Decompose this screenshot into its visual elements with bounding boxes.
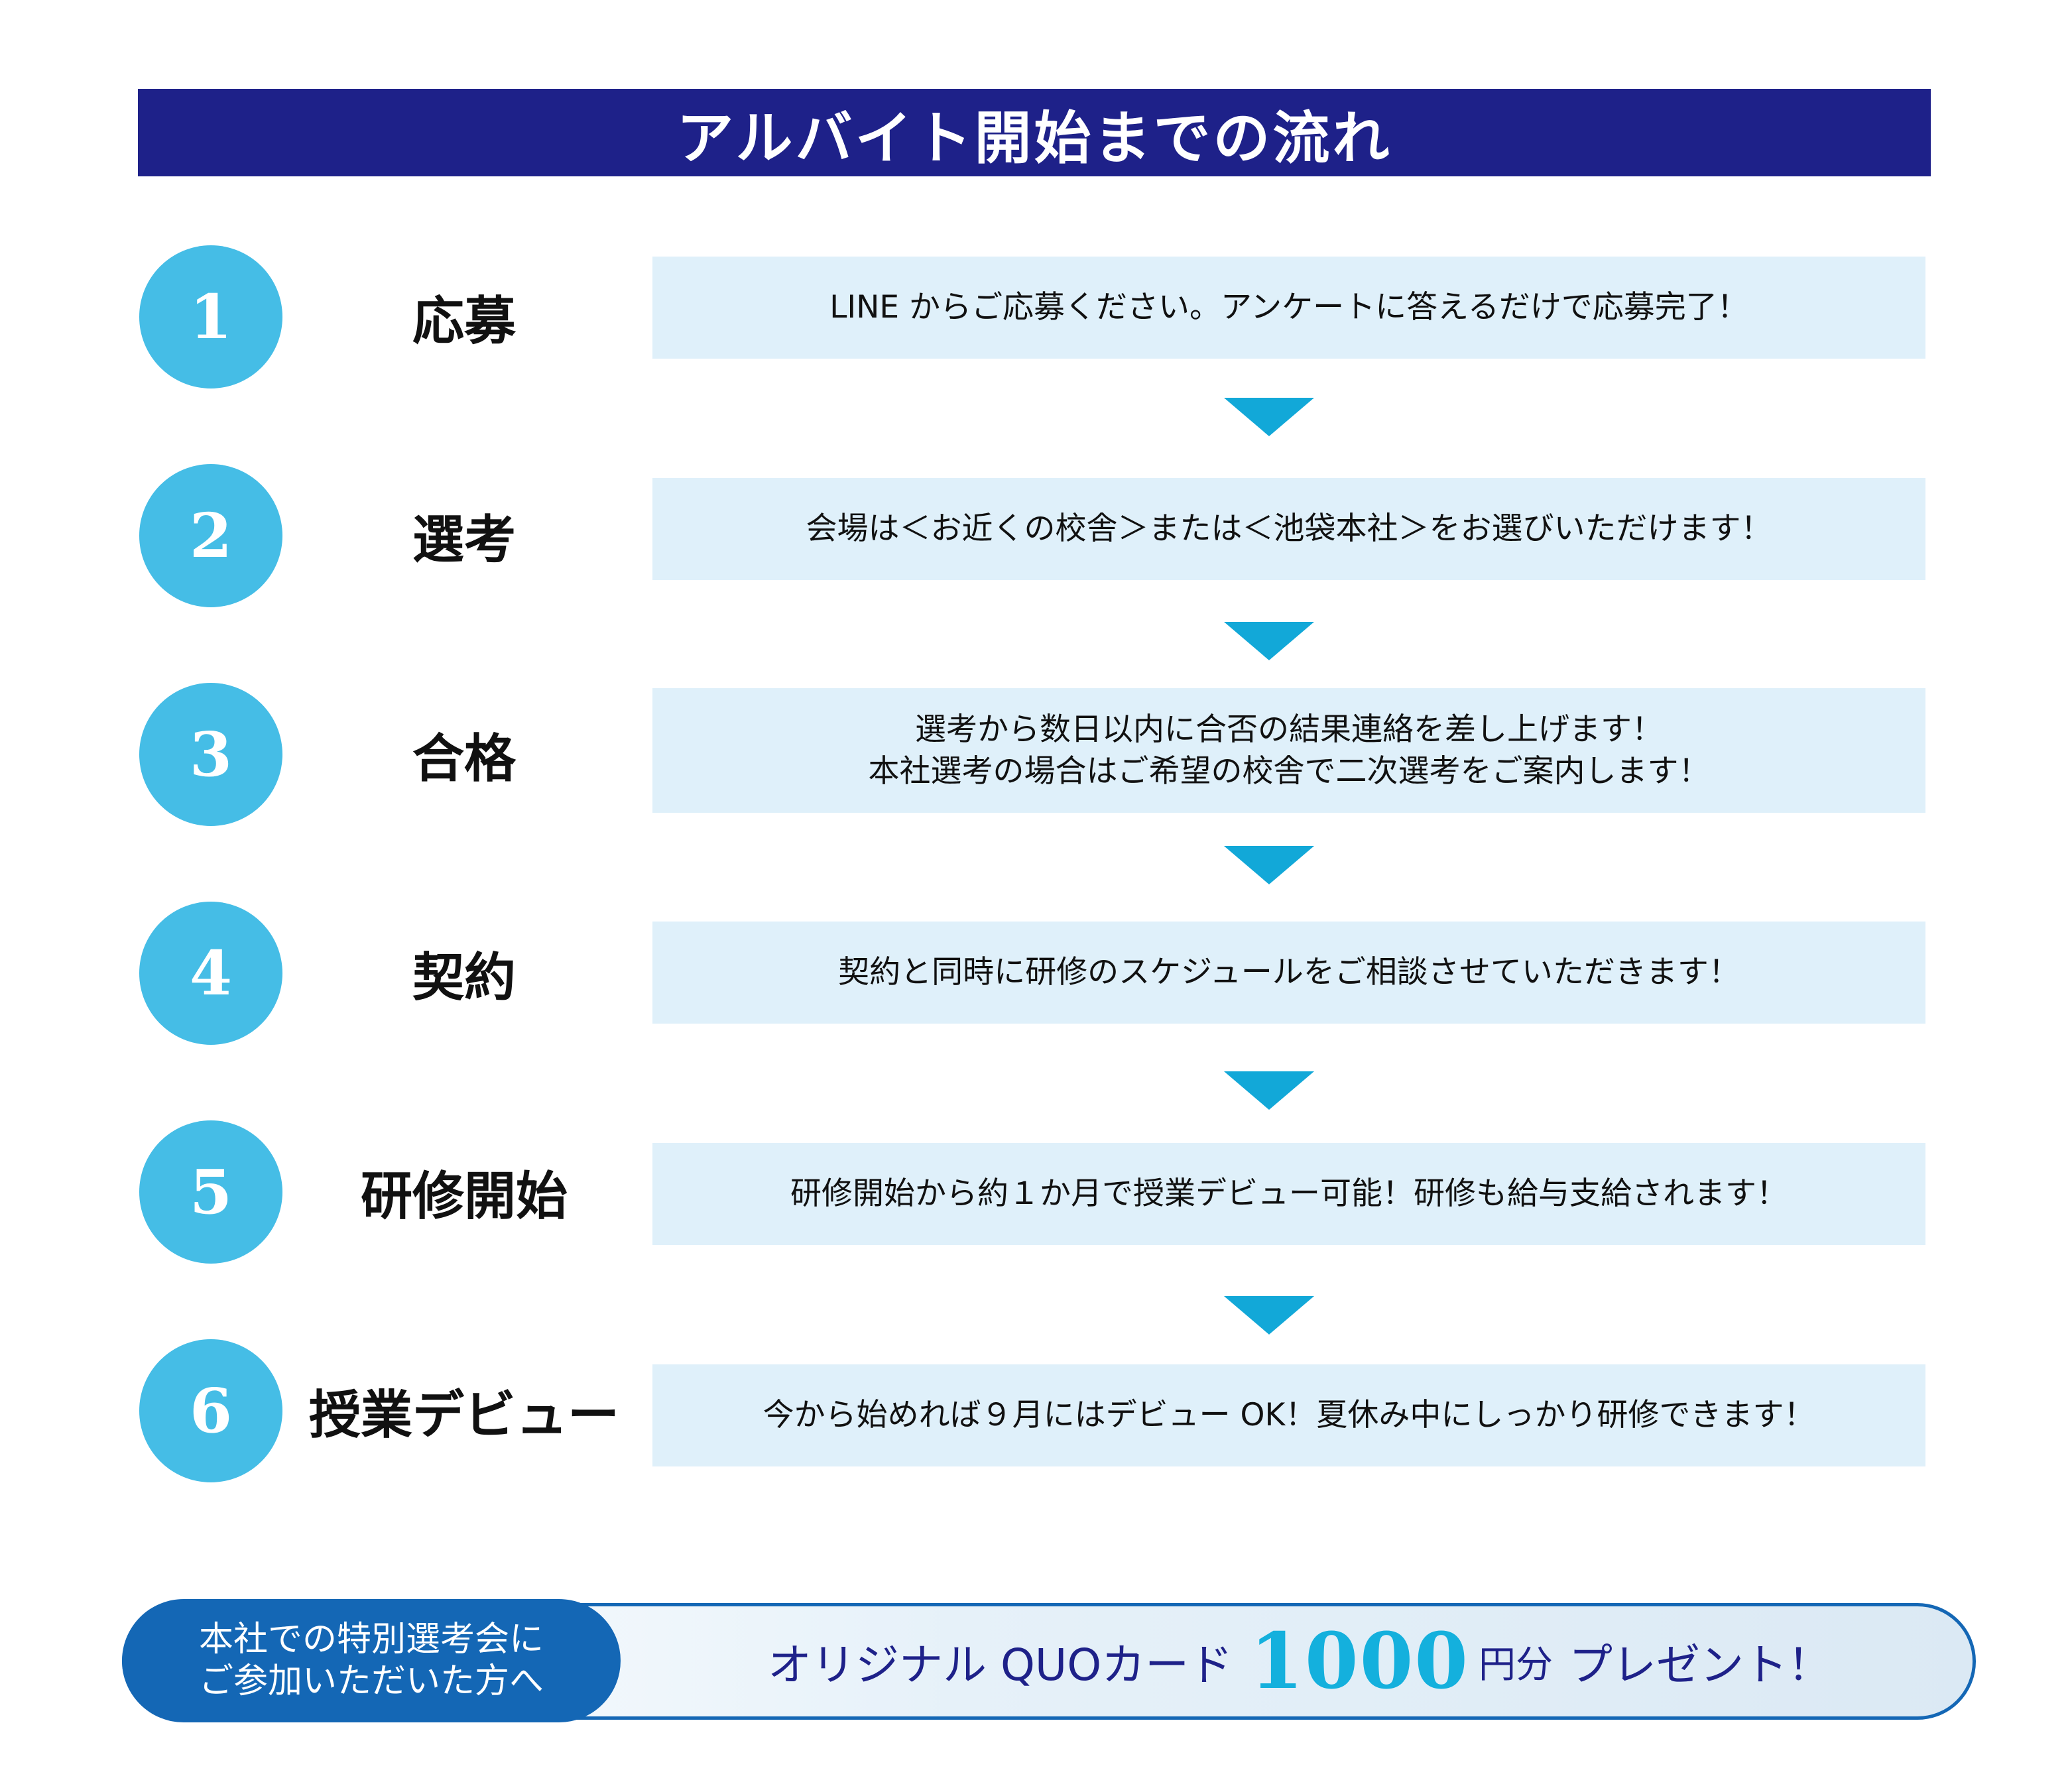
step-5-description-line: 研修開始から約１か月で授業デビュー可能！研修も給与支給されます！ <box>790 1175 1788 1213</box>
step-3-label: 合格 <box>412 729 516 789</box>
promo-amount: 1000 <box>1250 1616 1470 1706</box>
step-5-description: 研修開始から約１か月で授業デビュー可能！研修も給与支給されます！ <box>652 1143 1925 1245</box>
step-1-description-line: LINE からご応募ください。アンケートに答えるだけで応募完了！ <box>829 289 1748 326</box>
step-number: 5 <box>189 1156 232 1228</box>
step-number: 3 <box>189 719 232 790</box>
step-number: 1 <box>189 281 232 353</box>
step-2-number-badge: 2 <box>139 464 282 607</box>
step-number: 4 <box>189 937 232 1009</box>
step-5-label: 研修開始 <box>360 1167 568 1226</box>
step-6-description-line: 今から始めれば９月にはデビュー OK！夏休み中にしっかり研修できます！ <box>762 1397 1815 1434</box>
step-1-description: LINE からご応募ください。アンケートに答えるだけで応募完了！ <box>652 257 1925 359</box>
promo-message: オリジナル QUOカード 1000 円分 プレゼント！ <box>637 1603 1963 1720</box>
promo-prefix: オリジナル QUOカード <box>767 1640 1233 1691</box>
promo-target-line-1: 本社での特別選考会に <box>198 1619 544 1659</box>
promo-target-badge: 本社での特別選考会に ご参加いただいた方へ <box>122 1599 621 1722</box>
step-3-description-line-1: 選考から数日以内に合否の結果連絡を差し上げます！ <box>915 711 1663 748</box>
step-6-description: 今から始めれば９月にはデビュー OK！夏休み中にしっかり研修できます！ <box>652 1364 1925 1466</box>
step-2-description: 会場は＜お近くの校舎＞または＜池袋本社＞をお選びいただけます！ <box>652 478 1925 580</box>
step-6-number-badge: 6 <box>139 1339 282 1482</box>
step-3-description-line-2: 本社選考の場合はご希望の校舎で二次選考をご案内します！ <box>868 753 1710 790</box>
step-4-description-line: 契約と同時に研修のスケジュールをご相談させていただきます！ <box>838 954 1740 991</box>
step-number: 6 <box>189 1375 232 1447</box>
down-arrow-icon <box>1224 846 1314 884</box>
step-2-label: 選考 <box>412 510 516 570</box>
step-3-number-badge: 3 <box>139 683 282 826</box>
down-arrow-icon <box>1224 398 1314 436</box>
step-2-description-line: 会場は＜お近くの校舎＞または＜池袋本社＞をお選びいただけます！ <box>806 510 1772 548</box>
promo-target-line-2: ご参加いただいた方へ <box>198 1661 544 1701</box>
title-bar: アルバイト開始までの流れ <box>138 89 1931 176</box>
step-5-number-badge: 5 <box>139 1120 282 1264</box>
promo-unit: 円分 <box>1479 1643 1554 1687</box>
down-arrow-icon <box>1224 622 1314 660</box>
step-1-number-badge: 1 <box>139 245 282 388</box>
step-4-description: 契約と同時に研修のスケジュールをご相談させていただきます！ <box>652 922 1925 1024</box>
step-1-label: 応募 <box>412 292 516 351</box>
step-6-label: 授業デビュー <box>308 1386 619 1445</box>
step-number: 2 <box>189 500 232 571</box>
promo-suffix: プレゼント！ <box>1569 1640 1832 1691</box>
step-3-description: 選考から数日以内に合否の結果連絡を差し上げます！ 本社選考の場合はご希望の校舎で… <box>652 688 1925 813</box>
down-arrow-icon <box>1224 1071 1314 1110</box>
step-4-label: 契約 <box>412 948 516 1008</box>
down-arrow-icon <box>1224 1296 1314 1335</box>
step-4-number-badge: 4 <box>139 902 282 1045</box>
page-title: アルバイト開始までの流れ <box>676 105 1392 172</box>
